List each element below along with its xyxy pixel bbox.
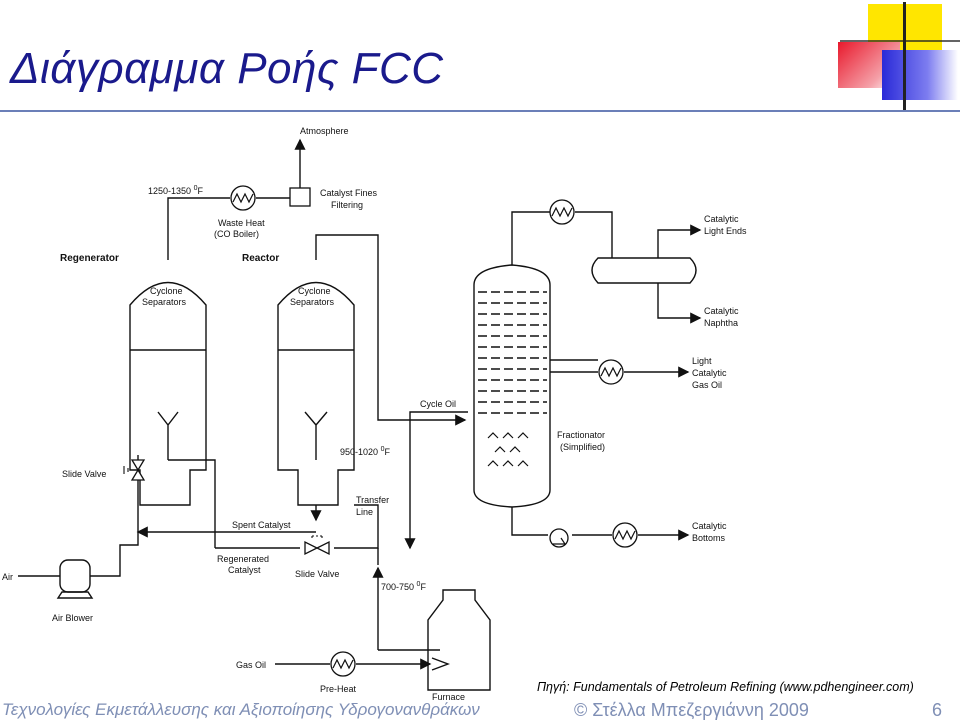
label-regen-cyclone-2: Separators xyxy=(142,297,187,307)
source-caption: Πηγή: Fundamentals of Petroleum Refining… xyxy=(537,680,914,694)
label-regenerator: Regenerator xyxy=(60,253,119,264)
deco-blue-square xyxy=(882,50,958,100)
accumulator-drum xyxy=(591,257,697,284)
label-reactor-cyclone-2: Separators xyxy=(290,297,335,307)
label-gas-oil: Gas Oil xyxy=(236,660,266,670)
label-cn-1: Catalytic xyxy=(704,306,739,316)
label-lcgo-3: Gas Oil xyxy=(692,380,722,390)
label-regen-cat-1: Regenerated xyxy=(217,554,269,564)
label-cycle-oil: Cycle Oil xyxy=(420,399,456,409)
label-cn-2: Naphtha xyxy=(704,318,738,328)
label-lcgo-2: Catalytic xyxy=(692,368,727,378)
air-blower xyxy=(59,559,91,593)
label-regen-temp: 1250-1350 0F xyxy=(148,185,203,196)
label-cb-1: Catalytic xyxy=(692,521,727,531)
deco-horizontal-line xyxy=(840,40,960,42)
fractionator xyxy=(473,264,551,508)
label-atmosphere: Atmosphere xyxy=(300,126,349,136)
label-fines-1: Catalyst Fines xyxy=(320,188,378,198)
title-underline xyxy=(0,110,960,112)
label-waste-heat-1: Waste Heat xyxy=(218,218,265,228)
regenerator-slide-valve xyxy=(130,459,146,481)
label-air-blower: Air Blower xyxy=(52,613,93,623)
label-waste-heat-2: (CO Boiler) xyxy=(214,229,259,239)
reactor-vessel xyxy=(277,281,355,506)
furnace xyxy=(427,589,491,691)
label-spent-catalyst: Spent Catalyst xyxy=(232,520,291,530)
label-cb-2: Bottoms xyxy=(692,533,726,543)
regenerator-vessel xyxy=(129,281,207,506)
label-fines-2: Filtering xyxy=(331,200,363,210)
label-reactor-slide-valve: Slide Valve xyxy=(295,569,339,579)
reactor-slide-valve xyxy=(304,540,330,556)
label-furnace: Furnace xyxy=(432,692,465,702)
footer-course-title: Τεχνολογίες Εκμετάλλευσης και Αξιοποίηση… xyxy=(2,700,480,719)
label-lcgo-1: Light xyxy=(692,356,712,366)
label-reactor-temp: 950-1020 0F xyxy=(340,446,390,457)
catalyst-fines-filter xyxy=(289,187,311,207)
label-regen-slide-valve: Slide Valve xyxy=(62,469,106,479)
label-cle-2: Light Ends xyxy=(704,226,747,236)
label-transfer-1: Transfer xyxy=(356,495,389,505)
label-regen-cyclone-1: Cyclone xyxy=(150,286,183,296)
label-air: Air xyxy=(2,572,13,582)
label-preheat: Pre-Heat xyxy=(320,684,357,694)
label-fractionator-2: (Simplified) xyxy=(560,442,605,452)
deco-vertical-line xyxy=(903,2,906,112)
label-regen-cat-2: Catalyst xyxy=(228,565,261,575)
label-feed-temp: 700-750 0F xyxy=(381,581,426,592)
footer-copyright: © Στέλλα Μπεζεργιάννη 2009 xyxy=(574,700,809,720)
label-fractionator-1: Fractionator xyxy=(557,430,605,440)
label-reactor: Reactor xyxy=(242,253,279,264)
label-reactor-cyclone-1: Cyclone xyxy=(298,286,331,296)
footer-page-number: 6 xyxy=(932,700,943,720)
label-cle-1: Catalytic xyxy=(704,214,739,224)
label-transfer-2: Line xyxy=(356,507,373,517)
page-title: Διάγραμμα Ροής FCC xyxy=(10,44,444,93)
